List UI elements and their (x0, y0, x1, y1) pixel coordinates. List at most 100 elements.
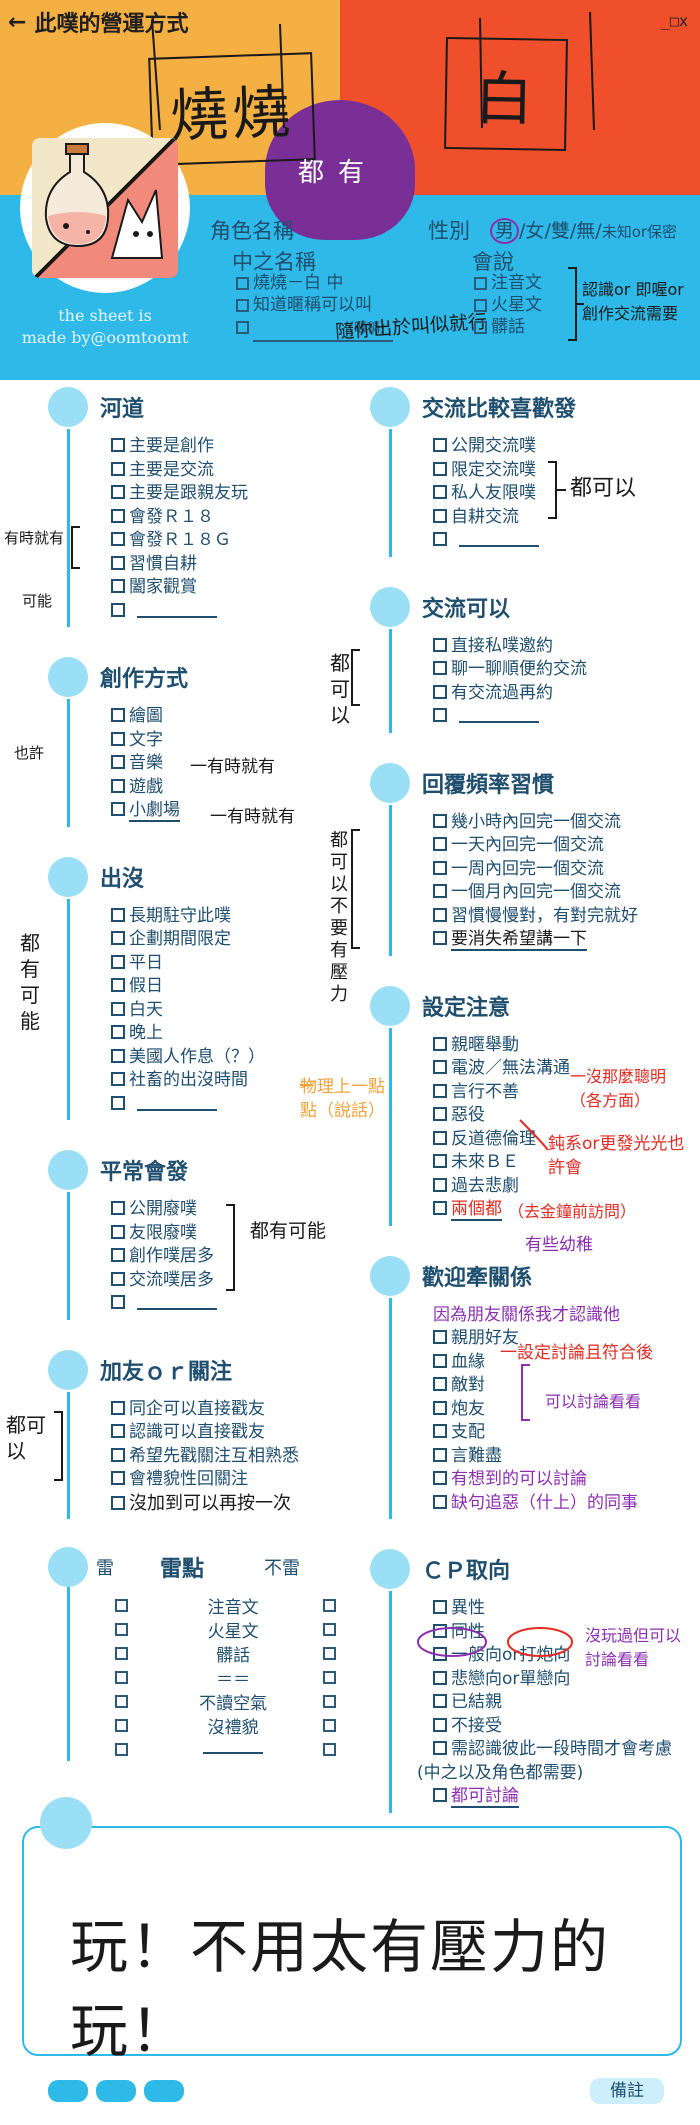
checkbox-item[interactable]: 因為朋友關係我才認識他 (433, 1304, 620, 1325)
checkbox-item[interactable]: 主要是交流 (111, 459, 348, 483)
checkbox-item[interactable]: 主要是跟親友玩 (111, 482, 348, 506)
thunder-check[interactable] (115, 1694, 128, 1708)
checkbox-item[interactable]: 缺句追惡（什上）的同事 (433, 1492, 690, 1516)
checkbox-item[interactable]: 不接受 (433, 1715, 690, 1739)
checkbox-item[interactable] (111, 1093, 348, 1117)
checkbox-item[interactable]: 直接私噗邀約 (433, 635, 690, 659)
checkbox-item[interactable]: 親暱舉動 (433, 1034, 690, 1058)
language-option[interactable]: 火星文 (474, 294, 542, 316)
gender-male[interactable]: 男 (490, 218, 520, 244)
checkbox-item[interactable]: 會發Ｒ１８Ｇ (111, 529, 348, 553)
checkbox-item[interactable]: 主要是創作 (111, 435, 348, 459)
checkbox-item[interactable]: 公開廢噗 (111, 1198, 348, 1222)
checkbox-item[interactable]: 幾小時內回完一個交流 (433, 811, 690, 835)
checkbox-item[interactable]: 創作噗居多 (111, 1245, 348, 1269)
thunder-check[interactable] (115, 1646, 128, 1660)
checkbox-item[interactable]: 電波／無法溝通 (433, 1057, 690, 1081)
no-thunder-check[interactable] (322, 1670, 336, 1684)
checkbox-item[interactable]: 兩個都 (433, 1198, 690, 1222)
no-thunder-check[interactable] (322, 1718, 336, 1732)
thunder-check[interactable] (115, 1742, 128, 1756)
checkbox-item[interactable]: 長期駐守此噗 (111, 905, 348, 929)
checkbox-item[interactable]: 聊一聊順便約交流 (433, 658, 690, 682)
checkbox-item[interactable]: 限定交流噗 (433, 459, 690, 483)
chinese-name-option[interactable]: 知道暱稱可以叫 (236, 294, 393, 316)
language-option[interactable]: 注音文 (474, 272, 542, 294)
checkbox-item[interactable] (433, 705, 690, 729)
checkbox-item[interactable] (433, 529, 690, 553)
checkbox-item[interactable]: 繪圖 (111, 705, 348, 729)
checkbox-item[interactable]: 交流噗居多 (111, 1269, 348, 1293)
window-controls[interactable]: _□x (660, 12, 688, 30)
checkbox-item[interactable]: 公開交流噗 (433, 435, 690, 459)
language-option[interactable]: 髒話 (474, 316, 542, 338)
gender-options[interactable]: 男/女/雙/無/未知or保密 (490, 216, 678, 244)
chinese-name-option[interactable]: （暱稱） (236, 316, 393, 342)
thunder-check[interactable] (115, 1670, 128, 1684)
checkbox-item[interactable]: 音樂 (111, 752, 348, 776)
checkbox-item[interactable]: 平日 (111, 952, 348, 976)
checkbox-item[interactable]: 一個月內回完一個交流 (433, 881, 690, 905)
checkbox-item[interactable]: 習慣自耕 (111, 553, 348, 577)
checkbox-item[interactable]: 反道德倫理 (433, 1128, 690, 1152)
checkbox-item[interactable]: 支配 (433, 1421, 690, 1445)
checkbox-item[interactable]: 友限廢噗 (111, 1222, 348, 1246)
checkbox-item[interactable]: 需認識彼此一段時間才會考慮 (433, 1738, 690, 1762)
thunder-check[interactable] (115, 1598, 128, 1612)
checkbox-item[interactable]: 悲戀向or單戀向 (433, 1668, 690, 1692)
checkbox-item[interactable]: 異性 (433, 1597, 690, 1621)
checkbox-item[interactable]: 言難盡 (433, 1445, 690, 1469)
checkbox-item[interactable]: 社畜的出沒時間 (111, 1069, 348, 1093)
checkbox-item[interactable]: 美國人作息（？） (111, 1046, 348, 1070)
thunder-check[interactable] (115, 1718, 128, 1732)
checkbox-item[interactable]: 同企可以直接戳友 (111, 1398, 348, 1422)
checkbox-item[interactable]: 要消失希望講一下 (433, 928, 690, 952)
checkbox-item[interactable]: 沒加到可以再按一次 (111, 1492, 348, 1516)
checkbox-item[interactable]: 言行不善 (433, 1081, 690, 1105)
checkbox-item[interactable]: 私人友限噗 (433, 482, 690, 506)
memo-tab[interactable] (144, 2080, 184, 2102)
memo-tab[interactable] (96, 2080, 136, 2102)
checkbox-item[interactable]: 白天 (111, 999, 348, 1023)
gender-none[interactable]: 無 (576, 220, 596, 242)
no-thunder-check[interactable] (322, 1646, 336, 1660)
no-thunder-check[interactable] (322, 1622, 336, 1636)
checkbox-item[interactable]: 已結親 (433, 1691, 690, 1715)
checkbox-item[interactable]: 闔家觀賞 (111, 576, 348, 600)
checkbox-item[interactable]: 自耕交流 (433, 506, 690, 530)
no-thunder-check[interactable] (322, 1694, 336, 1708)
checkbox-item[interactable]: 有交流過再約 (433, 682, 690, 706)
checkbox-item[interactable]: 一周內回完一個交流 (433, 858, 690, 882)
checkbox-item[interactable]: 惡役 (433, 1104, 690, 1128)
checkbox-item[interactable]: 習慣慢慢對，有對完就好 (433, 905, 690, 929)
checkbox-item[interactable] (111, 1292, 348, 1316)
checkbox-item[interactable]: 未來ＢＥ (433, 1151, 690, 1175)
checkbox-item[interactable]: 會禮貌性回關注 (111, 1468, 348, 1492)
checkbox-item[interactable]: 炮友 (433, 1398, 690, 1422)
memo-box[interactable] (22, 1826, 682, 2056)
chinese-name-option[interactable]: 燒燒－白 中 (236, 272, 393, 294)
no-thunder-check[interactable] (322, 1598, 336, 1612)
back-arrow-icon[interactable]: ← (8, 9, 27, 35)
checkbox-item[interactable]: 有想到的可以討論 (433, 1468, 690, 1492)
checkbox-item[interactable]: 小劇場 (111, 799, 348, 823)
gender-unknown[interactable]: 未知or保密 (601, 223, 678, 241)
checkbox-item[interactable]: 會發Ｒ１８ (111, 506, 348, 530)
checkbox-item[interactable]: 文字 (111, 729, 348, 753)
checkbox-item[interactable]: 都可討論 (433, 1785, 690, 1809)
gender-both[interactable]: 雙 (550, 220, 570, 242)
checkbox-item[interactable]: 過去悲劇 (433, 1175, 690, 1199)
note-tab[interactable]: 備註 (590, 2078, 664, 2104)
checkbox-item[interactable] (111, 600, 348, 624)
checkbox-item[interactable]: 一天內回完一個交流 (433, 834, 690, 858)
checkbox-item[interactable]: 親朋好友 (433, 1327, 690, 1351)
checkbox-item[interactable]: 晚上 (111, 1022, 348, 1046)
memo-tab[interactable] (48, 2080, 88, 2102)
gender-female[interactable]: 女 (525, 220, 545, 242)
thunder-check[interactable] (115, 1622, 128, 1636)
checkbox-item[interactable]: 敵對 (433, 1374, 690, 1398)
checkbox-item[interactable]: 假日 (111, 975, 348, 999)
checkbox-item[interactable]: 企劃期間限定 (111, 928, 348, 952)
checkbox-item[interactable]: 希望先戳關注互相熟悉 (111, 1445, 348, 1469)
checkbox-item[interactable]: 遊戲 (111, 776, 348, 800)
